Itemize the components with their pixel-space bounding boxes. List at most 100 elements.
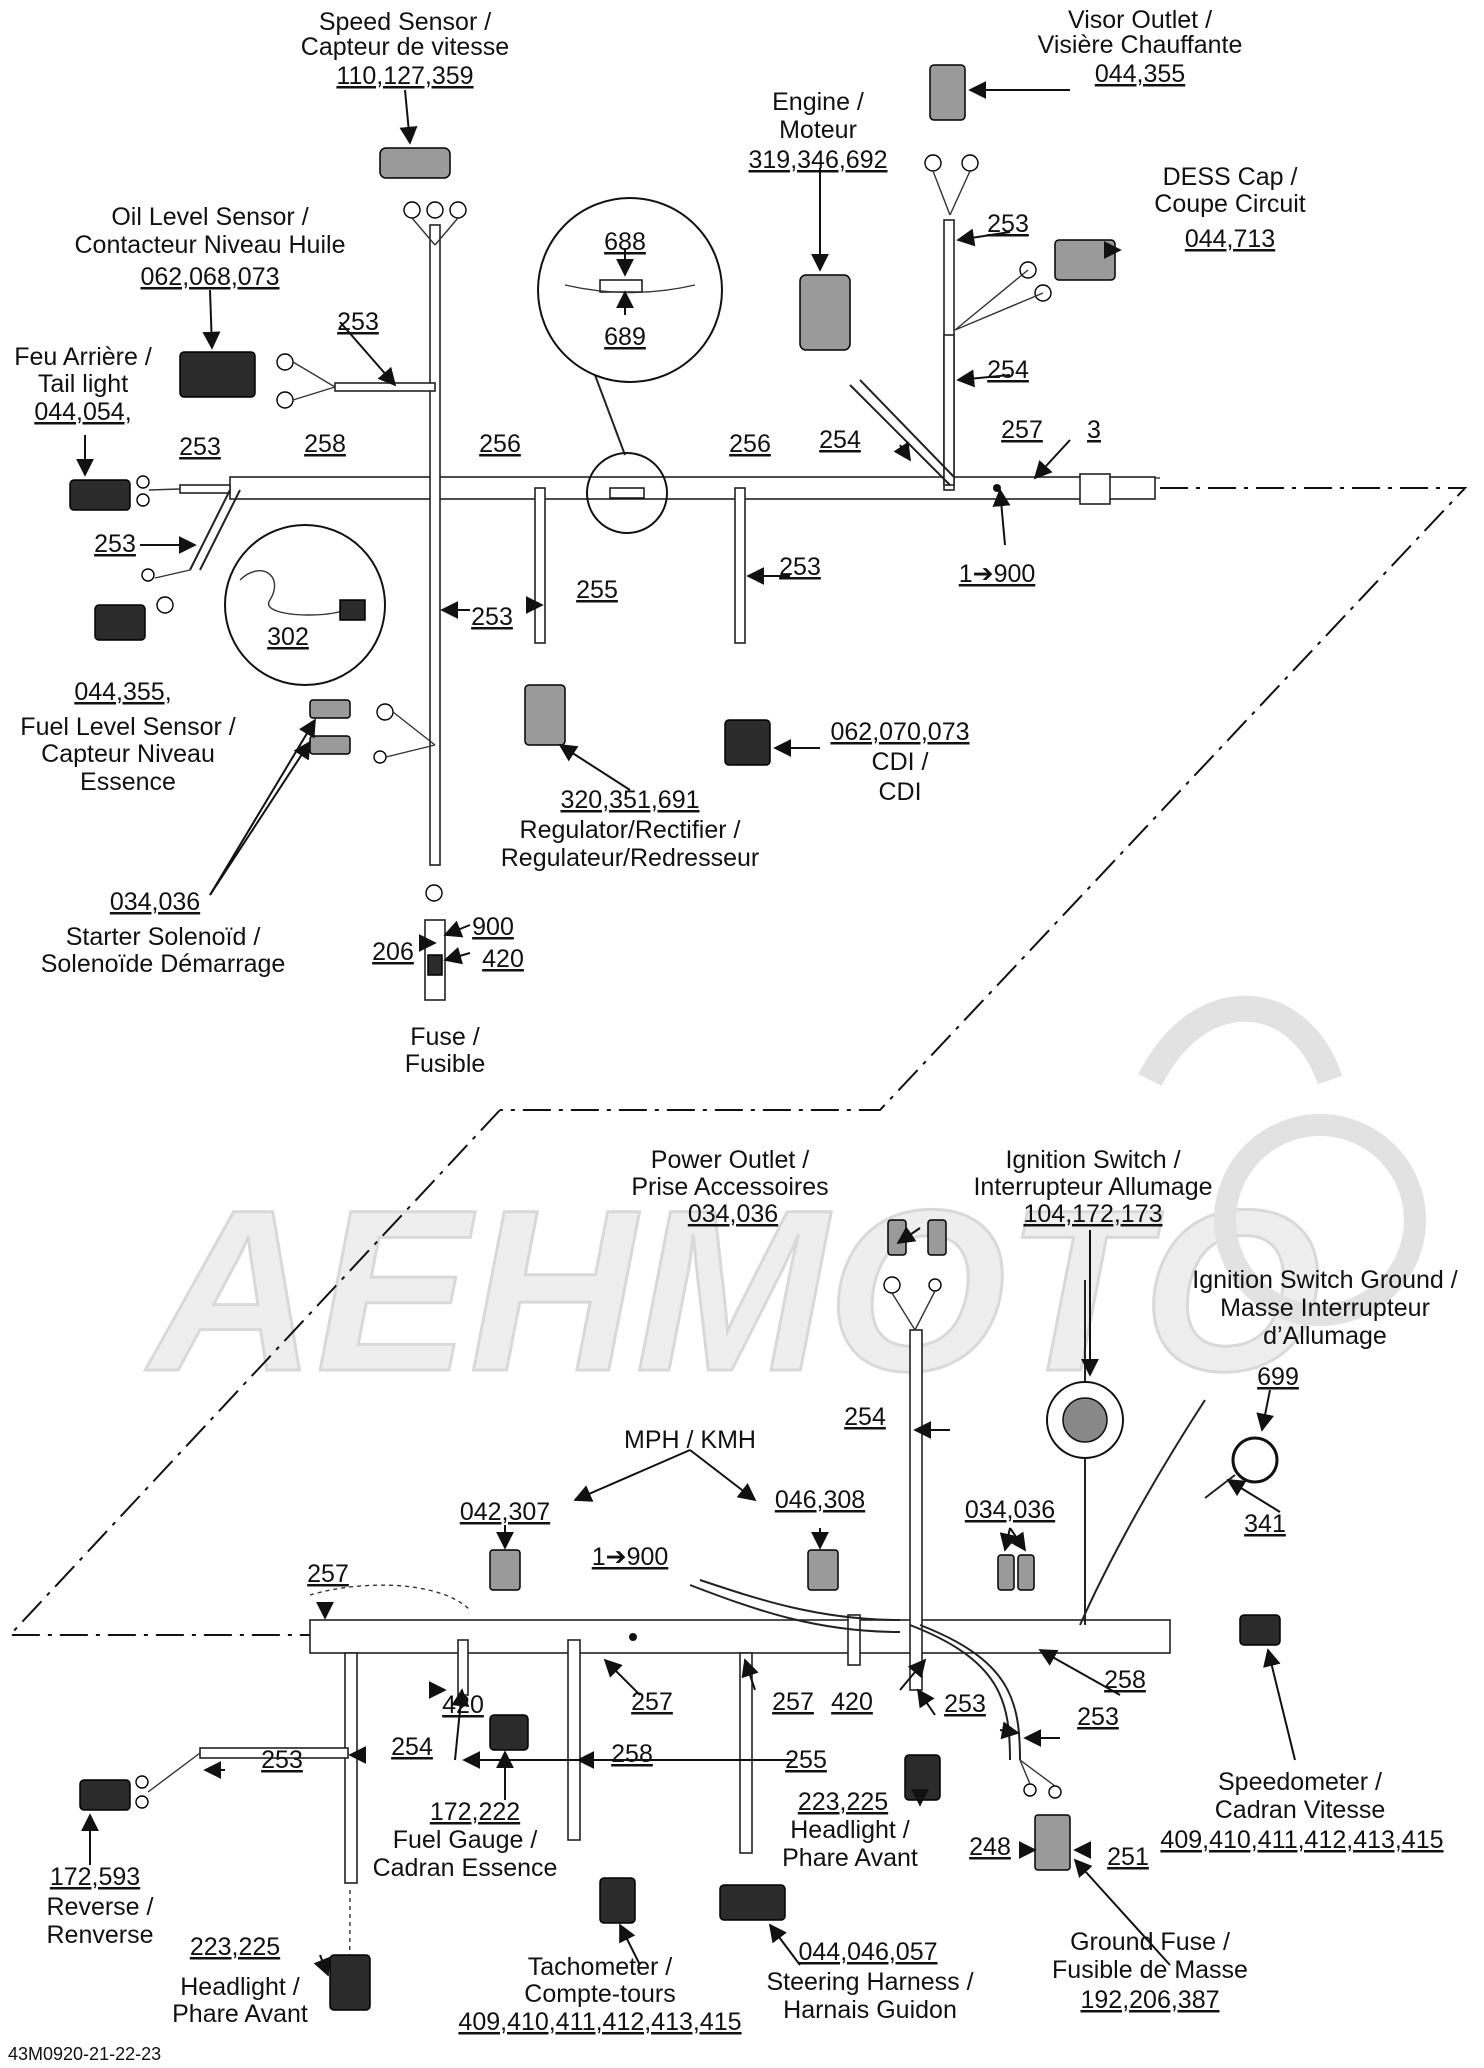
ref-206: 206 (372, 938, 414, 966)
oil-label-2: Contacteur Niveau Huile (75, 231, 346, 259)
ref-420-fuse: 420 (482, 945, 524, 973)
lower-labels: Power Outlet / Prise Accessoires 034,036… (8, 1146, 1458, 2064)
ref-258-lower-b: 258 (611, 1740, 653, 1768)
steering-harness-connector (719, 1884, 786, 1921)
engine-connector (799, 274, 851, 351)
hl2-label-2: Phare Avant (172, 2000, 308, 2028)
steer-label-1: Steering Harness / (766, 1968, 973, 1996)
ref-257-lower-a: 257 (307, 1560, 349, 1588)
tail-label-1: Feu Arrière / (14, 343, 152, 371)
ref-251: 251 (1107, 1843, 1149, 1871)
mph-connector-b (807, 1549, 839, 1591)
fuel-label-2: Capteur Niveau (41, 740, 215, 768)
speed-sensor-label-1: Speed Sensor / (319, 8, 491, 36)
power-label-1: Power Outlet / (651, 1146, 809, 1174)
mph-code-a: 042,307 (460, 1498, 550, 1526)
visor-code: 044,355 (1095, 60, 1185, 88)
speedo-label-1: Speedometer / (1218, 1768, 1382, 1796)
speedometer-connector (1239, 1614, 1281, 1646)
ref-302: 302 (267, 623, 309, 651)
upper-labels: Speed Sensor / Capteur de vitesse 110,12… (14, 6, 1306, 1078)
ref-420-lower-b: 420 (831, 1688, 873, 1716)
igng-label-3: d’Allumage (1263, 1322, 1387, 1350)
reg-label-1: Regulator/Rectifier / (520, 816, 741, 844)
lower-leaders (81, 1226, 1296, 1977)
ref-420-lower-a: 420 (442, 1691, 484, 1719)
tach-label-1: Tachometer / (528, 1953, 673, 1981)
power-label-2: Prise Accessoires (631, 1173, 828, 1201)
ignition-ground-ring (1204, 1436, 1279, 1499)
oil-label-1: Oil Level Sensor / (111, 203, 308, 231)
separator-lower-left (7, 1109, 501, 1636)
speed-sensor-code: 110,127,359 (336, 62, 473, 90)
gf-label-1: Ground Fuse / (1070, 1928, 1230, 1956)
reverse-connector (79, 1752, 201, 1811)
oil-level-connector (179, 351, 336, 409)
ref-253-fuel: 253 (94, 530, 136, 558)
engine-code: 319,346,692 (748, 146, 887, 174)
starter-label-2: Solenoïde Démarrage (41, 950, 286, 978)
cdi-label-2: CDI (878, 778, 921, 806)
tail-code: 044,054, (34, 398, 131, 426)
tail-light-connector (69, 475, 181, 511)
gf-label-2: Fusible de Masse (1052, 1956, 1248, 1984)
mph-code-b: 046,308 (775, 1486, 865, 1514)
ign-label-1: Ignition Switch / (1005, 1146, 1180, 1174)
engine-label-1: Engine / (772, 88, 864, 116)
igng-label-2: Masse Interrupteur (1220, 1294, 1430, 1322)
power-outlet-connector (883, 1219, 947, 1331)
starter-solenoid-connector (309, 699, 436, 764)
ref-254-engine: 254 (987, 356, 1029, 384)
ref-253-branch: 253 (471, 603, 513, 631)
ref-256-b: 256 (729, 430, 771, 458)
hl1-label-1: Headlight / (790, 1816, 910, 1844)
reverse-label-1: Reverse / (47, 1893, 154, 1921)
watermark: AEHMOTO (144, 995, 1426, 1421)
tachometer-connector (599, 1877, 636, 1924)
reverse-label-2: Renverse (47, 1921, 154, 1949)
ref-253-lower-b: 253 (1077, 1703, 1119, 1731)
upper-connectors (69, 64, 1116, 766)
watermark-text: AEHMOTO (145, 1162, 1321, 1419)
reverse-code: 172,593 (50, 1863, 140, 1891)
engine-label-2: Moteur (779, 116, 857, 144)
fuelg-code: 172,222 (430, 1798, 520, 1826)
fuse-label-2: Fusible (405, 1050, 486, 1078)
speedo-code: 409,410,411,412,413,415 (1160, 1826, 1443, 1854)
dess-code: 044,713 (1185, 225, 1275, 253)
dess-label-2: Coupe Circuit (1154, 190, 1306, 218)
tach-label-2: Compte-tours (524, 1980, 675, 2008)
ref-253-oil: 253 (337, 308, 379, 336)
ref-689: 689 (604, 323, 646, 351)
ref-253-reverse: 253 (261, 1746, 303, 1774)
ref-1-900-upper: 1➔900 (959, 560, 1036, 588)
speedo-label-2: Cadran Vitesse (1215, 1796, 1385, 1824)
fuse-label-1: Fuse / (410, 1023, 480, 1051)
speed-sensor-connector (379, 147, 467, 246)
upper-harness (179, 197, 1160, 1001)
ign-label-2: Interrupteur Allumage (973, 1173, 1212, 1201)
ref-254-reverse: 254 (391, 1733, 433, 1761)
ignition-switch-connector (1046, 1381, 1124, 1459)
ref-257-lower-c: 257 (772, 1688, 814, 1716)
lower-harness (199, 484, 1206, 2011)
acc-code: 034,036 (965, 1496, 1055, 1524)
ref-256-a: 256 (479, 430, 521, 458)
fuel-level-connector (94, 568, 191, 641)
hl2-label-1: Headlight / (180, 1973, 300, 2001)
fuel-label-3: Essence (80, 768, 176, 796)
hl2-code: 223,225 (190, 1933, 280, 1961)
regulator-connector (524, 684, 566, 746)
ref-258-upper: 258 (304, 430, 346, 458)
ref-900-fuse: 900 (472, 913, 514, 941)
igng-code: 699 (1257, 1363, 1299, 1391)
fuelg-label-1: Fuel Gauge / (393, 1826, 538, 1854)
gf-code: 192,206,387 (1080, 1986, 1219, 2014)
dess-label-1: DESS Cap / (1163, 163, 1298, 191)
ref-257-lower-b: 257 (631, 1688, 673, 1716)
ref-3: 3 (1087, 416, 1101, 444)
document-code: 43M0920-21-22-23 (8, 2044, 161, 2064)
ref-255-upper: 255 (576, 576, 618, 604)
power-code: 034,036 (688, 1200, 778, 1228)
